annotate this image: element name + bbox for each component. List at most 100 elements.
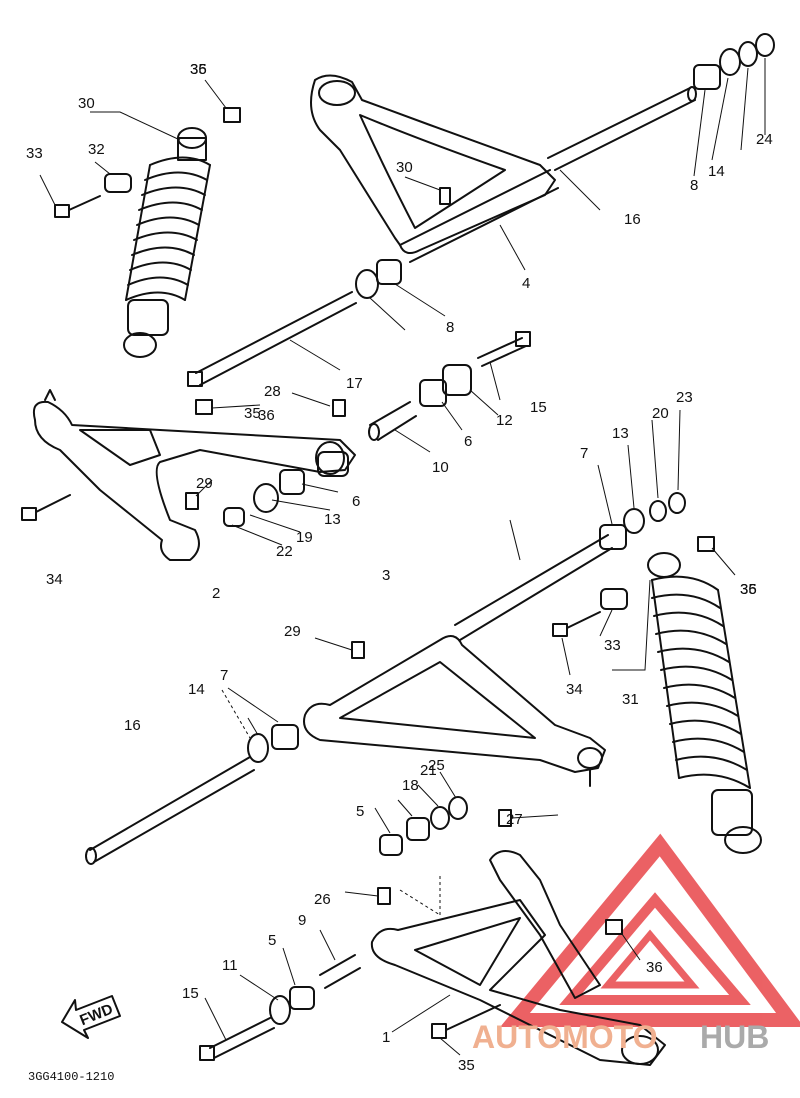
callout-19: 19 xyxy=(296,529,313,546)
callout-34: 34 xyxy=(46,571,63,588)
bolt-35-top-left xyxy=(54,195,101,218)
callout-21: 21 xyxy=(420,762,437,779)
callout-7: 7 xyxy=(220,667,228,684)
callout-28: 28 xyxy=(264,383,281,400)
callout-36: 36 xyxy=(258,407,275,424)
callout-5: 5 xyxy=(356,803,364,820)
bushing-6-middle xyxy=(419,379,447,407)
bolt-17 xyxy=(199,1017,275,1061)
callout-29: 29 xyxy=(196,475,213,492)
nut-36-right xyxy=(697,536,715,552)
bushings-6-14-22-26 xyxy=(223,451,349,527)
callout-14: 14 xyxy=(708,163,725,180)
grease-nipple-29-left xyxy=(377,887,391,905)
callout-29: 29 xyxy=(284,623,301,640)
callout-3: 3 xyxy=(382,567,390,584)
bushings-8-16-24-28 xyxy=(693,33,775,90)
shaft-19 xyxy=(85,756,255,865)
grease-nipple-30-lower xyxy=(185,492,199,510)
callout-4: 4 xyxy=(522,275,530,292)
watermark-text-2: HUB xyxy=(700,1019,769,1055)
callout-5: 5 xyxy=(268,932,276,949)
callout-36: 36 xyxy=(740,581,757,598)
callout-16: 16 xyxy=(124,717,141,734)
callout-10: 10 xyxy=(432,459,449,476)
callout-9: 9 xyxy=(298,912,306,929)
callout-35: 35 xyxy=(740,581,757,598)
dashed-assembly-lines xyxy=(221,689,441,916)
callout-31: 31 xyxy=(622,691,639,708)
callout-11: 11 xyxy=(222,957,238,974)
bushings-7-15-23-27 xyxy=(599,492,686,550)
callout-34: 34 xyxy=(566,681,583,698)
callout-labels: 1234556677889101112131314141515161617181… xyxy=(26,61,773,1074)
callout-15: 15 xyxy=(530,399,547,416)
callout-23: 23 xyxy=(676,389,693,406)
drawing-code: 3GG4100-1210 xyxy=(28,1070,114,1084)
callout-33: 33 xyxy=(604,637,621,654)
callout-24: 24 xyxy=(756,131,773,148)
callout-35: 35 xyxy=(244,405,261,422)
callout-36: 36 xyxy=(646,959,663,976)
collar-10 xyxy=(368,401,417,441)
callout-27: 27 xyxy=(506,811,523,828)
collar-9 xyxy=(319,954,361,989)
callout-8: 8 xyxy=(690,177,698,194)
shock-absorber-top-left xyxy=(123,127,211,358)
collar-34-right xyxy=(600,588,628,610)
bolt-35-left-arm xyxy=(21,494,71,521)
callout-13: 13 xyxy=(612,425,629,442)
callout-7: 7 xyxy=(580,445,588,462)
callout-17: 17 xyxy=(346,375,363,392)
shaft-11 xyxy=(454,534,613,641)
callout-2: 2 xyxy=(212,585,220,602)
bushing-14-middle xyxy=(442,364,472,396)
shaft-20 xyxy=(187,291,357,387)
callout-30: 30 xyxy=(78,95,95,112)
bushings-5-13-21-25 xyxy=(379,796,468,856)
callout-33: 33 xyxy=(26,145,43,162)
leader-lines xyxy=(39,58,766,1056)
bushings-15-7-left xyxy=(247,724,299,763)
nut-36-left-arm xyxy=(195,399,213,415)
callout-22: 22 xyxy=(276,543,293,560)
callout-1: 1 xyxy=(382,1029,390,1046)
bushings-13-5-bottom xyxy=(269,986,315,1025)
callout-35: 35 xyxy=(190,61,207,78)
callout-25: 25 xyxy=(428,757,445,774)
callout-8: 8 xyxy=(446,319,454,336)
bolt-18 xyxy=(477,331,531,367)
callout-12: 12 xyxy=(496,412,513,429)
shaft-12 xyxy=(547,86,697,171)
upper-arm-3 xyxy=(303,635,606,787)
callout-14: 14 xyxy=(188,681,205,698)
nut-36-bottom xyxy=(605,919,623,935)
grease-nipple-31 xyxy=(351,641,365,659)
shock-absorber-right xyxy=(647,552,762,854)
watermark-text-1: AUTOMOTO xyxy=(472,1019,657,1055)
lower-arm-2 xyxy=(32,389,356,561)
bolt-35-right xyxy=(552,611,601,637)
callout-18: 18 xyxy=(402,777,419,794)
callout-32: 32 xyxy=(88,141,105,158)
callout-35: 35 xyxy=(458,1057,475,1074)
grease-nipple-32 xyxy=(439,187,451,205)
bolt-35-bottom xyxy=(431,1004,501,1039)
watermark-logo xyxy=(500,833,800,1027)
callout-15: 15 xyxy=(182,985,199,1002)
callout-6: 6 xyxy=(464,433,472,450)
nut-36-top-left xyxy=(223,107,241,123)
callout-16: 16 xyxy=(624,211,641,228)
callout-26: 26 xyxy=(314,891,331,908)
upper-arm-4 xyxy=(310,74,559,263)
callout-6: 6 xyxy=(352,493,360,510)
callout-30: 30 xyxy=(396,159,413,176)
bushings-16-8-middle xyxy=(355,259,402,299)
grease-nipple-29-right xyxy=(498,809,512,827)
fwd-arrow: FWD xyxy=(61,995,121,1039)
callout-36: 36 xyxy=(190,61,207,78)
lower-arm-1 xyxy=(370,850,666,1066)
callout-20: 20 xyxy=(652,405,669,422)
